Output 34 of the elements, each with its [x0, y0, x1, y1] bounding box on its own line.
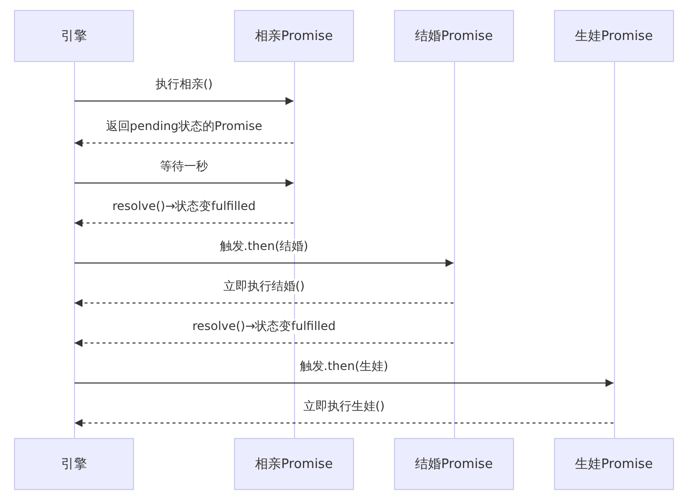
message-arrow: [74, 299, 454, 307]
participant-name: 结婚Promise: [415, 456, 493, 473]
message-arrow: [74, 139, 294, 147]
participant-name: 生娃Promise: [575, 28, 653, 45]
edge-label: 返回pending状态的Promise: [104, 119, 264, 134]
participant-box: [234, 438, 354, 490]
participant-box: [394, 438, 514, 490]
participant-name: 结婚Promise: [415, 28, 493, 45]
participant-name: 生娃Promise: [575, 456, 653, 473]
participant-box: [14, 10, 134, 62]
edge-label: 立即执行结婚(): [221, 279, 307, 294]
edge-label: 执行相亲(): [153, 77, 215, 92]
participant-box: [394, 10, 514, 62]
participant-name: 相亲Promise: [255, 28, 333, 45]
message-arrow: [74, 419, 614, 427]
participant-box: [14, 438, 134, 490]
message-arrow: [74, 97, 294, 105]
edge-label: resolve()→状态变fulfilled: [110, 199, 258, 214]
edge-label: resolve()→状态变fulfilled: [190, 319, 338, 334]
participant-name: 相亲Promise: [255, 456, 333, 473]
participant-box: [234, 10, 354, 62]
message-arrow: [74, 379, 614, 387]
message-arrow: [74, 339, 454, 347]
participant-name: 引擎: [61, 456, 87, 473]
participant-box: [554, 10, 674, 62]
message-arrow: [74, 259, 454, 267]
edge-label: 触发.then(生娃): [298, 359, 390, 374]
edge-label: 触发.then(结婚): [218, 239, 310, 254]
edge-label: 等待一秒: [158, 159, 210, 174]
participant-box: [554, 438, 674, 490]
edge-label: 立即执行生娃(): [301, 399, 387, 414]
message-arrow: [74, 179, 294, 187]
participant-name: 引擎: [61, 28, 87, 45]
message-arrow: [74, 219, 294, 227]
